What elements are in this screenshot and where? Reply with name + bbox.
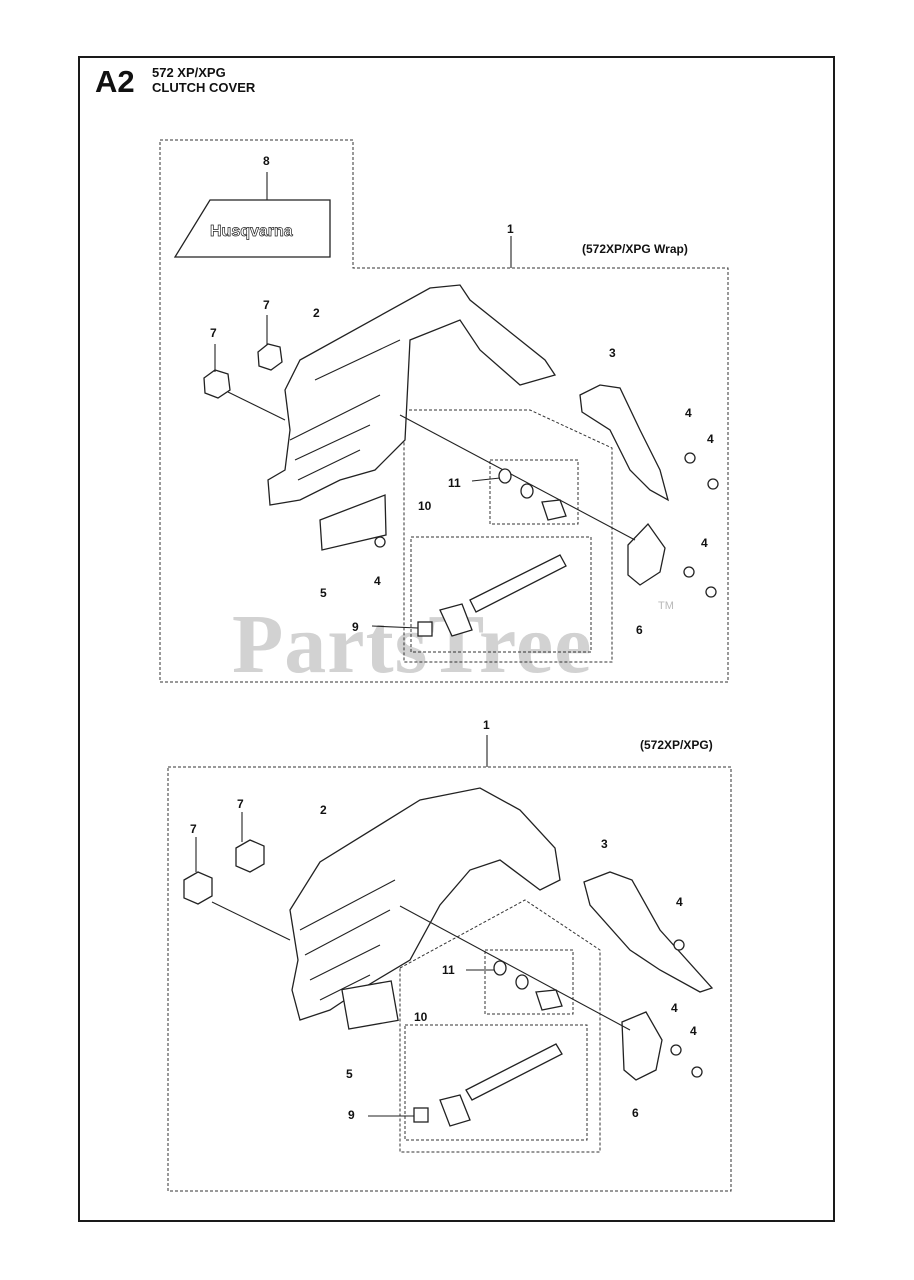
callout-4d-upper: 4 [701, 536, 708, 550]
screw-4 [683, 566, 695, 578]
screw-lower-3 [691, 1066, 703, 1078]
callout-7b-lower: 7 [237, 797, 244, 811]
screw-5 [705, 586, 717, 598]
cover-ribs-lower [299, 879, 396, 1001]
guide-plate-lower [341, 980, 399, 1030]
callout-11-upper: 11 [448, 476, 461, 490]
model-name: 572 XP/XPG [152, 65, 226, 80]
upper-variant-label: (572XP/XPG Wrap) [582, 242, 688, 256]
callout-10-lower: 10 [414, 1010, 428, 1024]
upper-washer-group-boundary [489, 459, 579, 525]
callout-4a-lower: 4 [676, 895, 683, 909]
clutch-cover-wrap [267, 284, 557, 506]
screw-1 [684, 452, 696, 464]
lower-variant-label: (572XP/XPG) [640, 738, 713, 752]
clutch-cover [289, 787, 561, 1021]
adjuster-block [417, 621, 433, 637]
tensioner-nut-lower [439, 1094, 471, 1127]
upper-group-boundary [159, 139, 729, 683]
callout-8-upper: 8 [263, 154, 270, 168]
callout-4b-upper: 4 [707, 432, 714, 446]
stud-line-1 [227, 391, 286, 421]
washer-2 [520, 483, 534, 499]
screw-2 [707, 478, 719, 490]
callout-4c-lower: 4 [690, 1024, 697, 1038]
callout-4b-lower: 4 [671, 1001, 678, 1015]
callout-4c-upper: 4 [374, 574, 381, 588]
tensioner-plate [627, 522, 666, 586]
tensioner-nut [439, 603, 473, 637]
screw-3 [374, 536, 386, 548]
upper-diagram: Husqvarna [159, 139, 729, 683]
guide-plate [319, 494, 387, 551]
callout-1-upper: 1 [507, 222, 514, 236]
cover-ribs [289, 339, 401, 481]
adjuster-block-lower [413, 1107, 429, 1123]
bushing-lower [535, 989, 563, 1011]
callout-9-upper: 9 [352, 620, 359, 634]
assembly-axis-lower [399, 905, 631, 1031]
leader-11 [471, 477, 501, 482]
husqvarna-decal [173, 199, 331, 258]
washer-lower-1 [493, 960, 507, 976]
assembly-axis [399, 414, 636, 541]
nut-2 [257, 343, 283, 371]
lower-diagram [167, 735, 732, 1192]
tensioner-screw [469, 554, 567, 613]
callout-9-lower: 9 [348, 1108, 355, 1122]
lower-pin-subgroup-boundary [404, 1024, 588, 1141]
chain-catcher-cover-lower [583, 871, 714, 993]
callout-6-upper: 6 [636, 623, 643, 637]
decal-text: Husqvarna [210, 223, 293, 240]
watermark: PartsTree [232, 598, 593, 691]
upper-pin-group-boundary [403, 409, 613, 663]
chain-catcher-cover [579, 384, 670, 502]
callout-4a-upper: 4 [685, 406, 692, 420]
callout-2-upper: 2 [313, 306, 320, 320]
assembly-title: CLUTCH COVER [152, 80, 256, 95]
callout-11-lower: 11 [442, 963, 455, 977]
screw-lower-2 [670, 1044, 682, 1056]
washer-lower-2 [515, 974, 529, 990]
lower-pin-group-boundary [399, 899, 601, 1153]
bushing [541, 499, 567, 521]
callout-2-lower: 2 [320, 803, 327, 817]
callout-1-lower: 1 [483, 718, 490, 732]
callout-3-upper: 3 [609, 346, 616, 360]
section-code: A2 [95, 64, 135, 99]
callout-5-upper: 5 [320, 586, 327, 600]
callout-6-lower: 6 [632, 1106, 639, 1120]
stud-line-lower [211, 901, 291, 941]
screw-lower-1 [673, 939, 685, 951]
lower-group-boundary [167, 766, 732, 1192]
leader-9 [371, 625, 419, 629]
trademark-mark: TM [658, 600, 674, 612]
upper-pin-subgroup-boundary [410, 536, 592, 653]
drawing-frame [78, 56, 835, 1222]
lower-washer-group-boundary [484, 949, 574, 1015]
tensioner-screw-lower [465, 1043, 563, 1101]
callout-7b-upper: 7 [263, 298, 270, 312]
nut-lower-1 [183, 871, 213, 905]
washer-1 [498, 468, 512, 484]
nut-lower-2 [235, 839, 265, 873]
callout-7a-upper: 7 [210, 326, 217, 340]
callout-5-lower: 5 [346, 1067, 353, 1081]
callout-7a-lower: 7 [190, 822, 197, 836]
tensioner-plate-lower [621, 1011, 663, 1081]
callout-10-upper: 10 [418, 499, 432, 513]
nut-1 [203, 369, 231, 399]
callout-3-lower: 3 [601, 837, 608, 851]
